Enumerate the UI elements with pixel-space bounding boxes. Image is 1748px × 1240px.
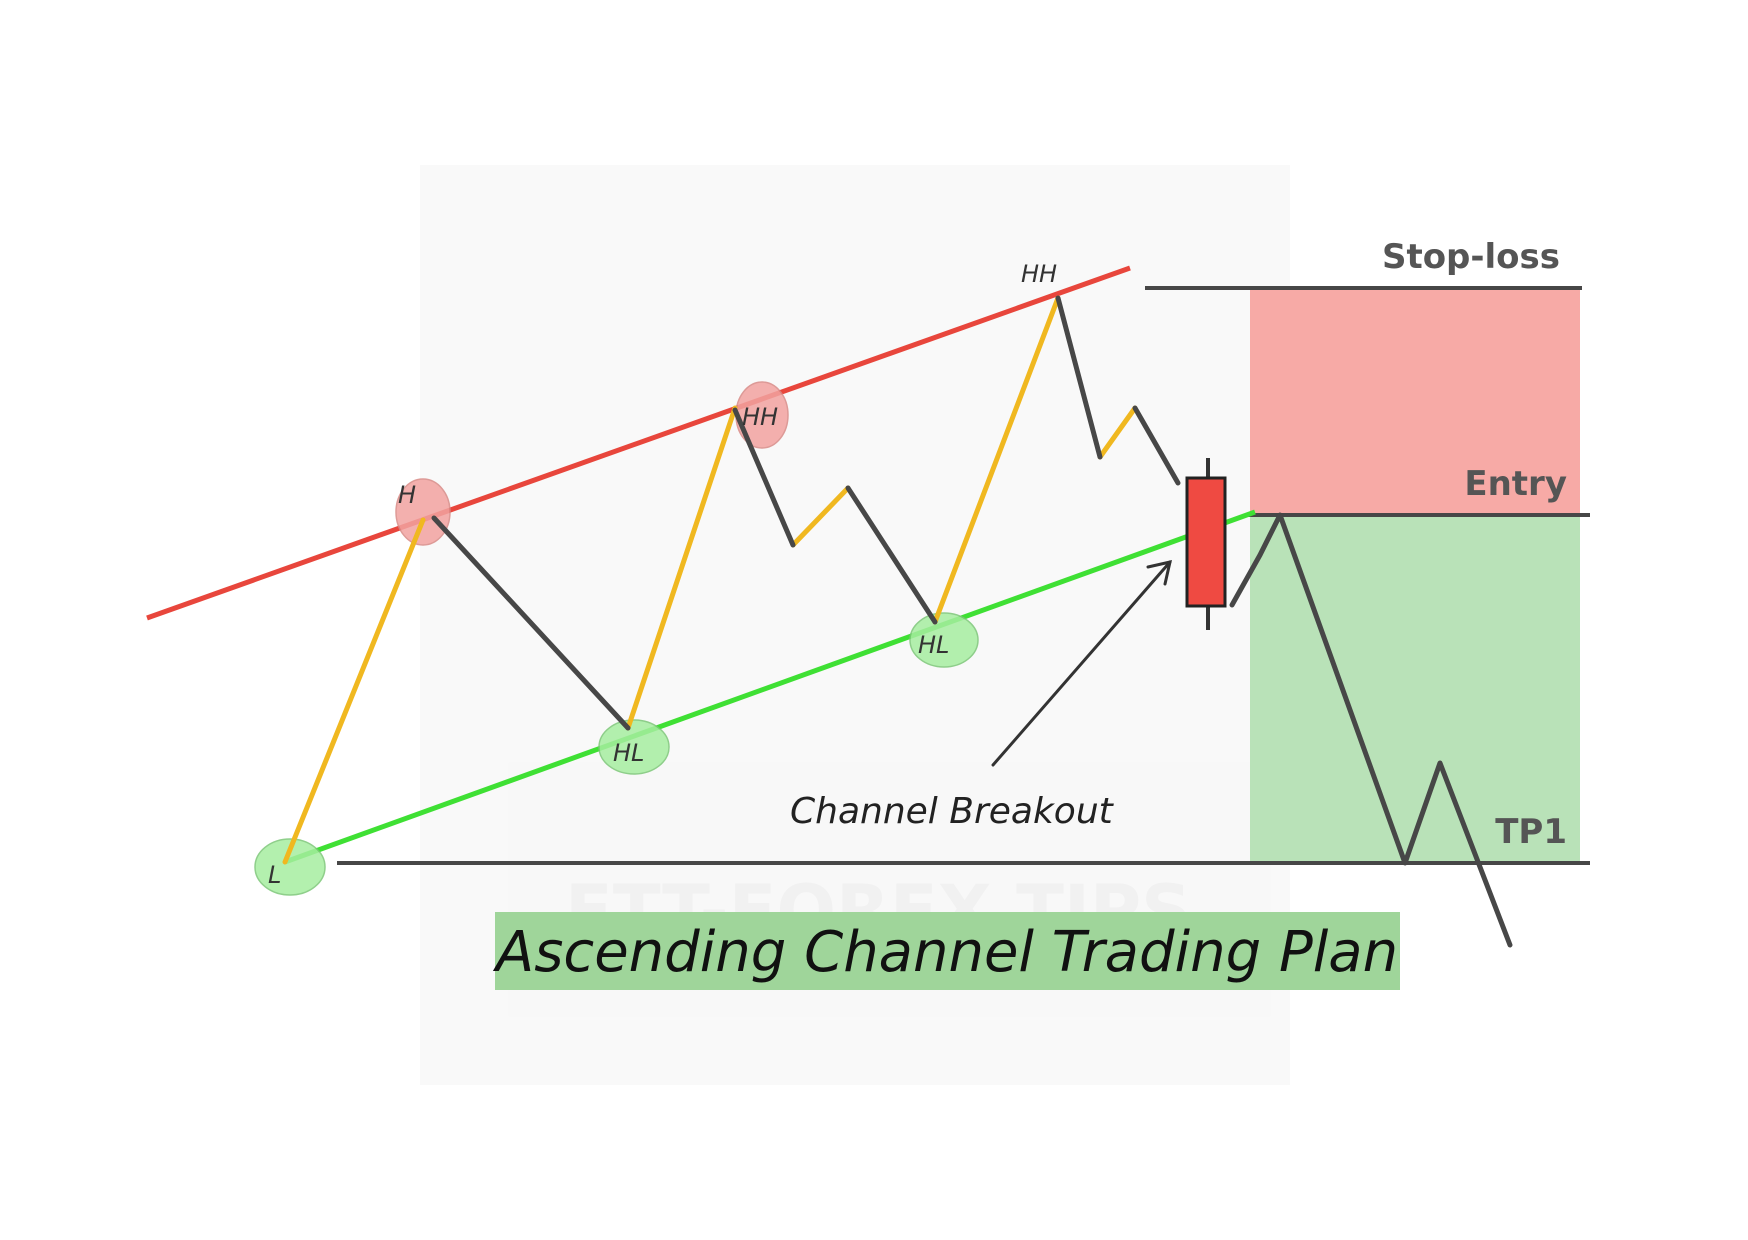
resistance-trendline [146,265,1131,621]
up-leg [1097,405,1138,460]
up-leg [282,517,426,865]
up-legs [282,295,1138,865]
down-leg [1132,405,1181,486]
up-leg [625,405,738,731]
up-leg [790,485,851,548]
breakout-candle [1185,458,1227,630]
down-leg [431,515,631,731]
high-label: H [398,481,416,509]
up-leg [932,295,1061,625]
entry-label: Entry [1464,464,1567,504]
higher-high-label-1: HH [742,403,778,431]
stop-loss-zone [1250,290,1580,515]
higher-low-marker-2 [909,612,979,668]
support-trendline [284,509,1256,865]
down-leg [732,407,796,548]
higher-low-label-2: HL [918,631,949,659]
higher-low-marker-1 [598,719,670,775]
stop-loss-label: Stop-loss [1382,237,1560,277]
down-leg [845,485,938,625]
take-profit-zone [1250,515,1580,865]
callout-arrow [991,560,1172,767]
down-legs [431,295,1513,948]
higher-low-label-1: HL [613,739,644,767]
high-marker [395,478,451,546]
channel-breakout-label: Channel Breakout [790,791,1115,832]
projected-path [1229,512,1513,948]
low-marker [254,838,326,896]
diagram-title: Ascending Channel Trading Plan [493,920,1398,985]
title-background [495,912,1400,990]
higher-high-label-2: HH [1021,260,1057,288]
tp1-label: TP1 [1495,812,1567,852]
low-label: L [268,861,281,889]
down-leg [1055,295,1103,460]
